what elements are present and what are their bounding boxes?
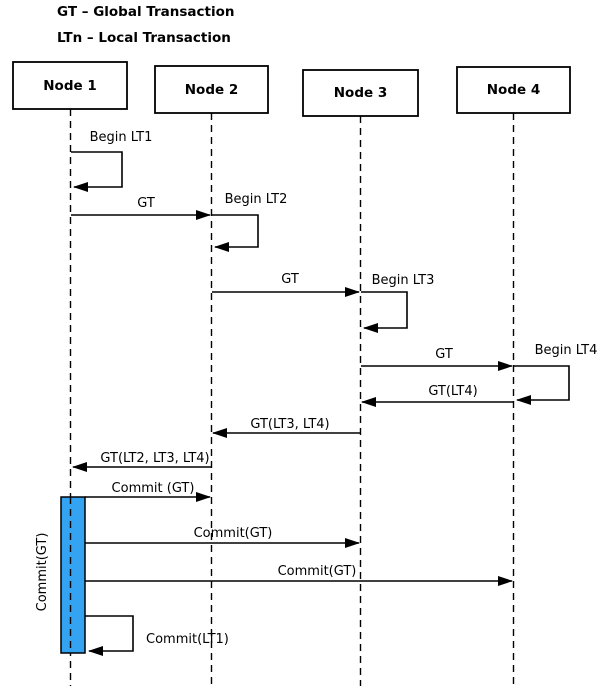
message-label-begin-lt4: Begin LT4 <box>535 343 598 358</box>
message-label-gt-2: GT <box>281 272 299 287</box>
message-label-gt-lt4: GT(LT4) <box>428 384 477 399</box>
node-box-1 <box>12 61 128 110</box>
message-label-commit-gt-3: Commit(GT) <box>278 564 357 579</box>
node-label-3: Node 3 <box>334 85 388 101</box>
message-label-commit-gt-2: Commit(GT) <box>194 526 273 541</box>
message-label-begin-lt3: Begin LT3 <box>372 273 435 288</box>
message-label-commit-gt-1: Commit (GT) <box>112 481 195 496</box>
message-label-gt-lt2-lt3-lt4: GT(LT2, LT3, LT4) <box>100 451 209 466</box>
node-box-3 <box>302 69 419 117</box>
self-loop-begin-lt3 <box>361 291 408 333</box>
node-label-1: Node 1 <box>43 78 97 94</box>
message-label-gt-3: GT <box>435 347 453 362</box>
self-loop-begin-lt4 <box>514 365 570 405</box>
node-box-4 <box>456 66 571 114</box>
self-loop-begin-lt2 <box>212 214 259 252</box>
self-loop-commit-lt1 <box>85 615 134 656</box>
message-label-begin-lt2: Begin LT2 <box>225 192 288 207</box>
self-loop-begin-lt1 <box>71 151 123 192</box>
message-label-begin-lt1: Begin LT1 <box>90 130 153 145</box>
message-label-commit-lt1: Commit(LT1) <box>146 632 229 647</box>
activation-label: Commit(GT) <box>35 533 50 612</box>
legend-line-2: LTn – Local Transaction <box>57 30 231 46</box>
node-box-2 <box>154 65 269 114</box>
node-label-2: Node 2 <box>185 82 239 98</box>
node-label-4: Node 4 <box>487 82 541 98</box>
legend-line-1: GT – Global Transaction <box>57 4 235 20</box>
message-label-gt-lt3-lt4: GT(LT3, LT4) <box>250 417 329 432</box>
message-label-gt-1: GT <box>137 196 155 211</box>
activation-bar <box>60 496 86 654</box>
